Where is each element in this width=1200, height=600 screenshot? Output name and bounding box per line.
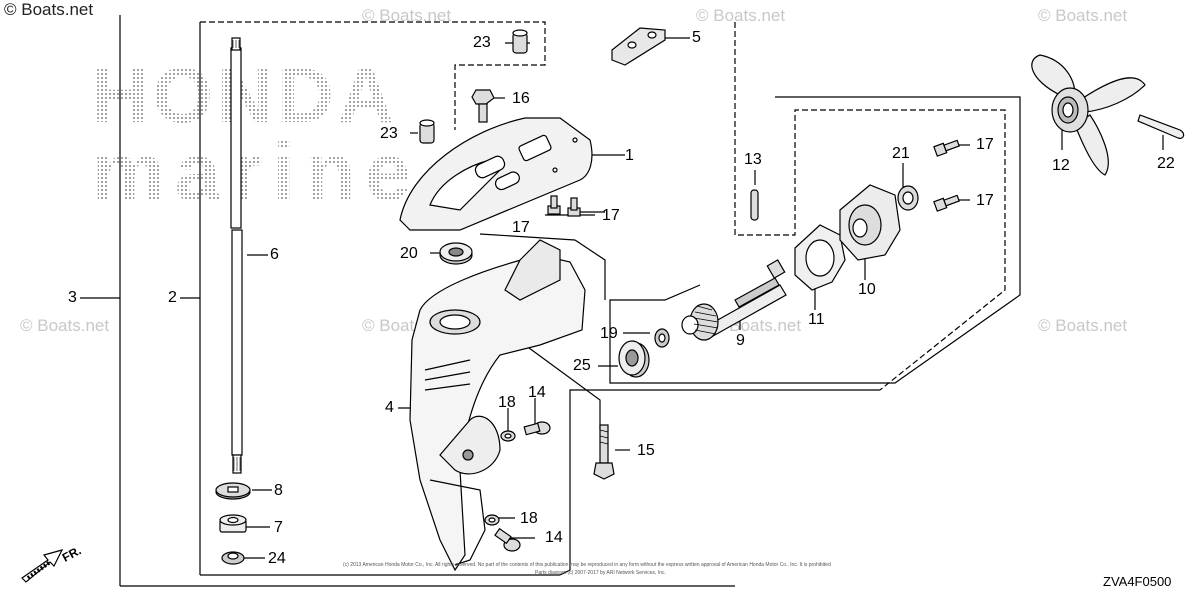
callout-17-d: 17 bbox=[976, 192, 994, 209]
copyright-notice: (c) 2013 American Honda Motor Co., Inc. … bbox=[343, 562, 831, 568]
watermark: © Boats.net bbox=[1038, 316, 1128, 335]
part-25-bearing bbox=[618, 340, 650, 378]
callout-1: 1 bbox=[625, 147, 634, 164]
vertical-shaft-upper bbox=[230, 47, 242, 229]
callout-23-upper: 23 bbox=[473, 34, 491, 51]
callout-17-b: 17 bbox=[512, 219, 530, 236]
callout-21: 21 bbox=[892, 145, 910, 162]
callout-25: 25 bbox=[573, 357, 591, 374]
part-12-propeller bbox=[1031, 54, 1146, 176]
part-21-seal bbox=[897, 185, 919, 211]
part-11-gasket bbox=[794, 224, 846, 291]
part-17-bolt-d bbox=[933, 194, 960, 212]
watermark: © Boats.net bbox=[1038, 6, 1128, 25]
part-1-gasket bbox=[399, 117, 593, 231]
vertical-shaft-6 bbox=[231, 229, 243, 456]
part-19-shim bbox=[654, 328, 670, 348]
callout-18-lower: 18 bbox=[520, 510, 538, 527]
callout-17-a: 17 bbox=[602, 207, 620, 224]
callout-24: 24 bbox=[268, 550, 286, 567]
callout-4: 4 bbox=[385, 399, 394, 416]
callout-17-c: 17 bbox=[976, 136, 994, 153]
callout-6: 6 bbox=[270, 246, 279, 263]
part-17-bolt-c bbox=[933, 139, 960, 157]
callout-23-lower: 23 bbox=[380, 125, 398, 142]
part-10-pump-housing bbox=[839, 184, 901, 261]
part-14-bolt-upper bbox=[523, 421, 551, 436]
callout-8: 8 bbox=[274, 482, 283, 499]
watermark-top-left: © Boats.net bbox=[4, 0, 94, 19]
brand-logo-line2: marine bbox=[92, 127, 421, 218]
callout-10: 10 bbox=[858, 281, 876, 298]
callout-5: 5 bbox=[692, 29, 701, 46]
part-16-bolt bbox=[471, 89, 495, 123]
watermark: © Boats.net bbox=[696, 6, 786, 25]
callout-9: 9 bbox=[736, 332, 745, 349]
part-5-plate bbox=[611, 27, 666, 66]
callout-20: 20 bbox=[400, 245, 418, 262]
part-9-propeller-shaft bbox=[681, 259, 787, 341]
diagram-id: ZVA4F0500 bbox=[1103, 574, 1172, 589]
callout-13: 13 bbox=[744, 151, 762, 168]
callout-7: 7 bbox=[274, 519, 283, 536]
part-20-seal bbox=[439, 242, 473, 265]
watermark: © Boats.net bbox=[362, 6, 452, 25]
part-24-clip bbox=[221, 551, 245, 565]
callout-22: 22 bbox=[1157, 155, 1175, 172]
part-14-bolt-lower bbox=[494, 527, 521, 552]
callout-14-lower: 14 bbox=[545, 529, 563, 546]
part-17-bolt-b bbox=[567, 197, 581, 217]
callout-18-upper: 18 bbox=[498, 394, 516, 411]
part-8-washer bbox=[215, 482, 251, 500]
callout-15: 15 bbox=[637, 442, 655, 459]
copyright-notice-2: Parts diagram (c) 2007-2017 by ARI Netwo… bbox=[535, 570, 666, 576]
watermark: © Boats.net bbox=[20, 316, 110, 335]
callout-19: 19 bbox=[600, 325, 618, 342]
callout-16: 16 bbox=[512, 90, 530, 107]
brand-logo-line1: HONDA bbox=[92, 51, 398, 139]
callout-14-upper: 14 bbox=[528, 384, 546, 401]
callout-11: 11 bbox=[808, 311, 825, 328]
part-4-gearcase bbox=[409, 239, 586, 572]
callout-12: 12 bbox=[1052, 157, 1070, 174]
part-17-bolt-a bbox=[547, 195, 561, 215]
callout-3: 3 bbox=[68, 289, 77, 306]
part-7-nut bbox=[219, 514, 247, 533]
front-arrow-icon bbox=[21, 549, 64, 583]
part-15-bolt bbox=[593, 424, 615, 480]
part-13-pin bbox=[750, 189, 759, 221]
callout-2: 2 bbox=[168, 289, 177, 306]
part-22-cotter-pin bbox=[1137, 114, 1185, 139]
